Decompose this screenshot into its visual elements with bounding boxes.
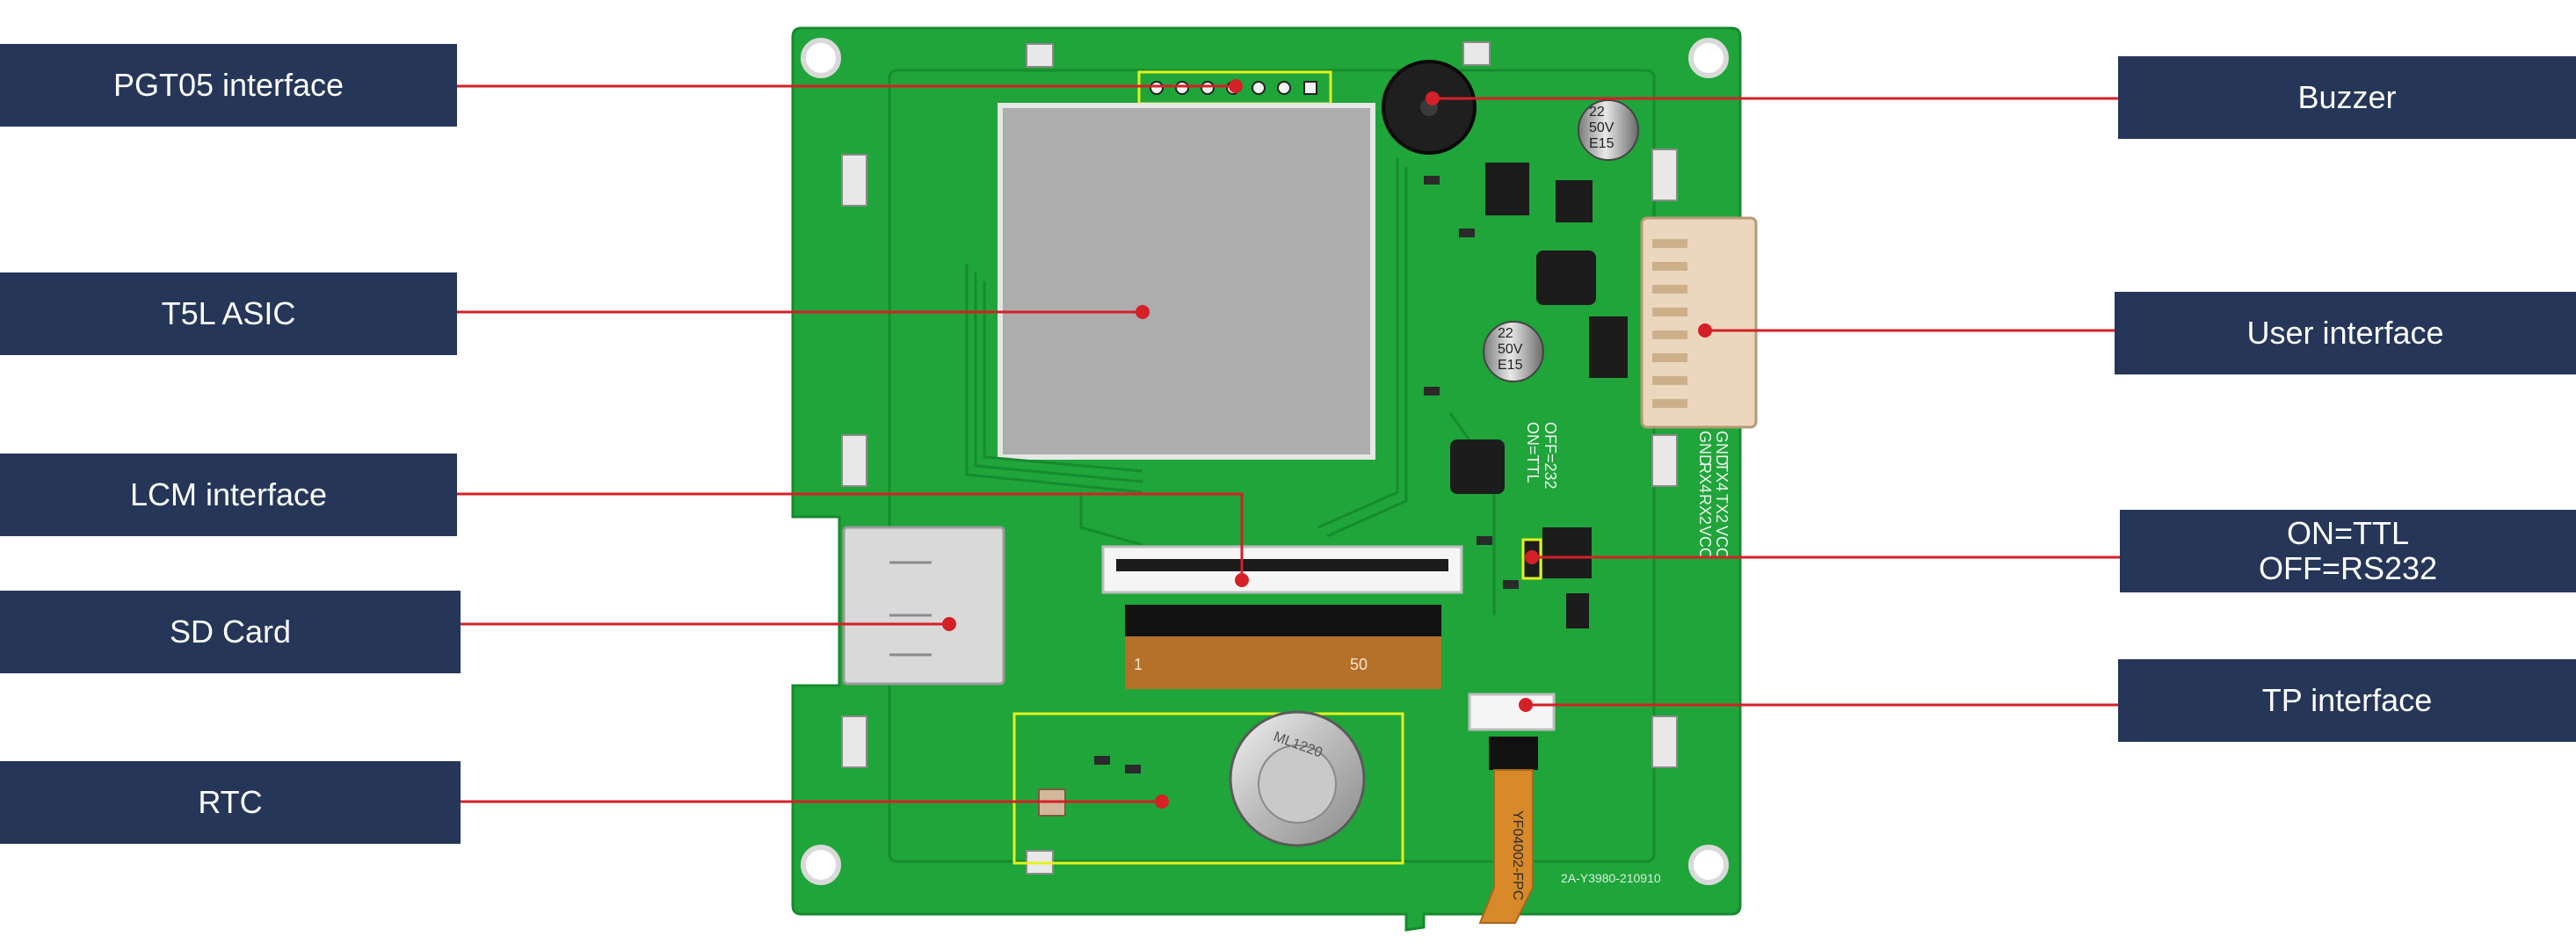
svg-text:VCC: VCC <box>1696 526 1714 559</box>
leader-lcm <box>457 492 1244 580</box>
label-user-interface: User interface <box>2115 292 2576 374</box>
label-rtc-text: RTC <box>198 784 263 820</box>
tp-fpc-dark <box>1489 737 1538 770</box>
svg-text:OFF=232: OFF=232 <box>1542 422 1559 490</box>
label-t5l-text: T5L ASIC <box>161 295 296 331</box>
fpc-pin-50-label: 50 <box>1350 656 1368 673</box>
tp-fpc-cable <box>1478 769 1534 924</box>
label-sdcard-text: SD Card <box>169 614 292 650</box>
svg-text:E15: E15 <box>1589 136 1615 151</box>
pin-silkscreen: GND GND RX4 TX4 RX2 TX2 VCC VCC <box>1696 431 1731 559</box>
svg-text:GND: GND <box>1713 431 1731 466</box>
label-buzzer: Buzzer <box>2118 56 2576 139</box>
label-lcm-text: LCM interface <box>129 476 328 512</box>
label-user-text: User interface <box>2246 315 2444 351</box>
leader-dots <box>942 79 1712 809</box>
svg-text:VCC: VCC <box>1713 526 1731 559</box>
board-clips <box>841 41 1678 875</box>
label-pgt05-interface: PGT05 interface <box>0 44 457 127</box>
user-interface-connector <box>1640 216 1758 429</box>
label-switch-line1: ON=TTL <box>2286 515 2410 551</box>
switch-silkscreen: ON=TTL OFF=232 <box>1524 422 1559 490</box>
label-tp-text: TP interface <box>2261 682 2433 718</box>
svg-text:ON=TTL: ON=TTL <box>1524 422 1542 483</box>
capacitor-top: 22 50V E15 <box>1578 99 1639 161</box>
svg-text:GND: GND <box>1696 431 1714 466</box>
ic-components <box>1450 163 1628 628</box>
label-switch-line2: OFF=RS232 <box>2258 550 2438 586</box>
svg-text:E15: E15 <box>1498 358 1523 373</box>
svg-text:RX4: RX4 <box>1696 462 1714 493</box>
capacitor-middle: 22 50V E15 <box>1483 321 1544 382</box>
label-tp-interface: TP interface <box>2118 659 2576 742</box>
leader-lines <box>457 84 2120 803</box>
sd-card-slot-details <box>889 561 932 657</box>
mounting-holes <box>801 38 1729 885</box>
svg-text:22: 22 <box>1498 326 1513 341</box>
pcb-code-label: 2A-Y3980-210910 <box>1561 871 1661 885</box>
tp-cable-label: YF04002-FPC <box>1510 810 1525 900</box>
svg-text:22: 22 <box>1589 105 1605 120</box>
svg-text:50V: 50V <box>1498 342 1523 357</box>
svg-text:RX2: RX2 <box>1696 494 1714 525</box>
lcm-fpc-cable-dark <box>1125 605 1441 636</box>
svg-text:TX4: TX4 <box>1713 462 1731 491</box>
label-lcm-interface: LCM interface <box>0 454 457 536</box>
label-switch: ON=TTL OFF=RS232 <box>2120 510 2576 592</box>
smd-passives <box>1094 176 1519 773</box>
label-rtc: RTC <box>0 761 461 844</box>
lcm-fpc-cable <box>1125 636 1441 689</box>
label-sd-card: SD Card <box>0 591 461 673</box>
fpc-pin-1-label: 1 <box>1134 656 1143 673</box>
tp-connector <box>1468 693 1556 731</box>
svg-text:TX2: TX2 <box>1713 494 1731 523</box>
label-pgt05-text: PGT05 interface <box>112 67 345 103</box>
rtc-highlight-box <box>1012 712 1404 865</box>
svg-text:50V: 50V <box>1589 120 1615 135</box>
lcm-connector-latch <box>1116 559 1448 571</box>
t5l-asic-shield <box>998 103 1375 460</box>
user-connector-slots <box>1652 239 1687 408</box>
label-buzzer-text: Buzzer <box>2297 79 2397 115</box>
sd-card-slot <box>842 526 1005 686</box>
label-t5l-asic: T5L ASIC <box>0 272 457 355</box>
coin-cell-inner <box>1258 744 1337 824</box>
